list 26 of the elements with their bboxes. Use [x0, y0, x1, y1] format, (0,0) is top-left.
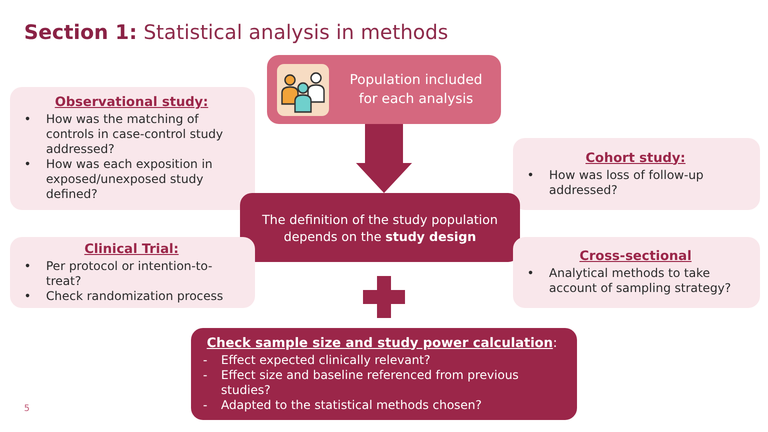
bullet-item: • How was each exposition in exposed/unexposed study defined?: [24, 157, 214, 202]
block-arrow: [356, 124, 412, 193]
bullet-item: • How was the matching of controls in case-control study addressed?: [24, 112, 224, 157]
card-heading: Observational study:: [54, 95, 208, 111]
card-heading: Cross-sectional: [579, 249, 692, 265]
highlight-box: [267, 55, 501, 124]
bullet-item: - Adapted to the statistical methods chosen?: [203, 398, 482, 412]
info-card: [10, 237, 255, 308]
checklist-box: [191, 328, 577, 420]
bullet-item: • How was loss of follow-up addressed?: [527, 168, 705, 198]
slide-title: Section 1: Statistical analysis in methods: [24, 20, 448, 44]
page-number: 5: [24, 404, 30, 414]
info-card: [513, 237, 760, 308]
bullet-item: - Effect size and baseline referenced from previous studies?: [203, 368, 520, 398]
info-card: [10, 87, 255, 210]
card-heading: Cohort study:: [586, 150, 686, 166]
bullet-item: • Per protocol or intention-to-treat?: [24, 258, 214, 288]
bullet-item: • Check randomization process: [24, 288, 224, 304]
info-card: [513, 138, 760, 210]
card-heading: Clinical Trial:: [84, 242, 179, 258]
card-heading: Check sample size and study power calculation:: [206, 336, 558, 352]
bullet-item: - Effect expected clinically relevant?: [203, 352, 430, 368]
summary-box: [240, 193, 520, 262]
node-text: The definition of the study population depends on the study design: [261, 210, 499, 244]
node-text: Population included for each analysis: [348, 70, 484, 108]
bullet-item: • Analytical methods to take account of sampling strategy?: [527, 266, 732, 296]
